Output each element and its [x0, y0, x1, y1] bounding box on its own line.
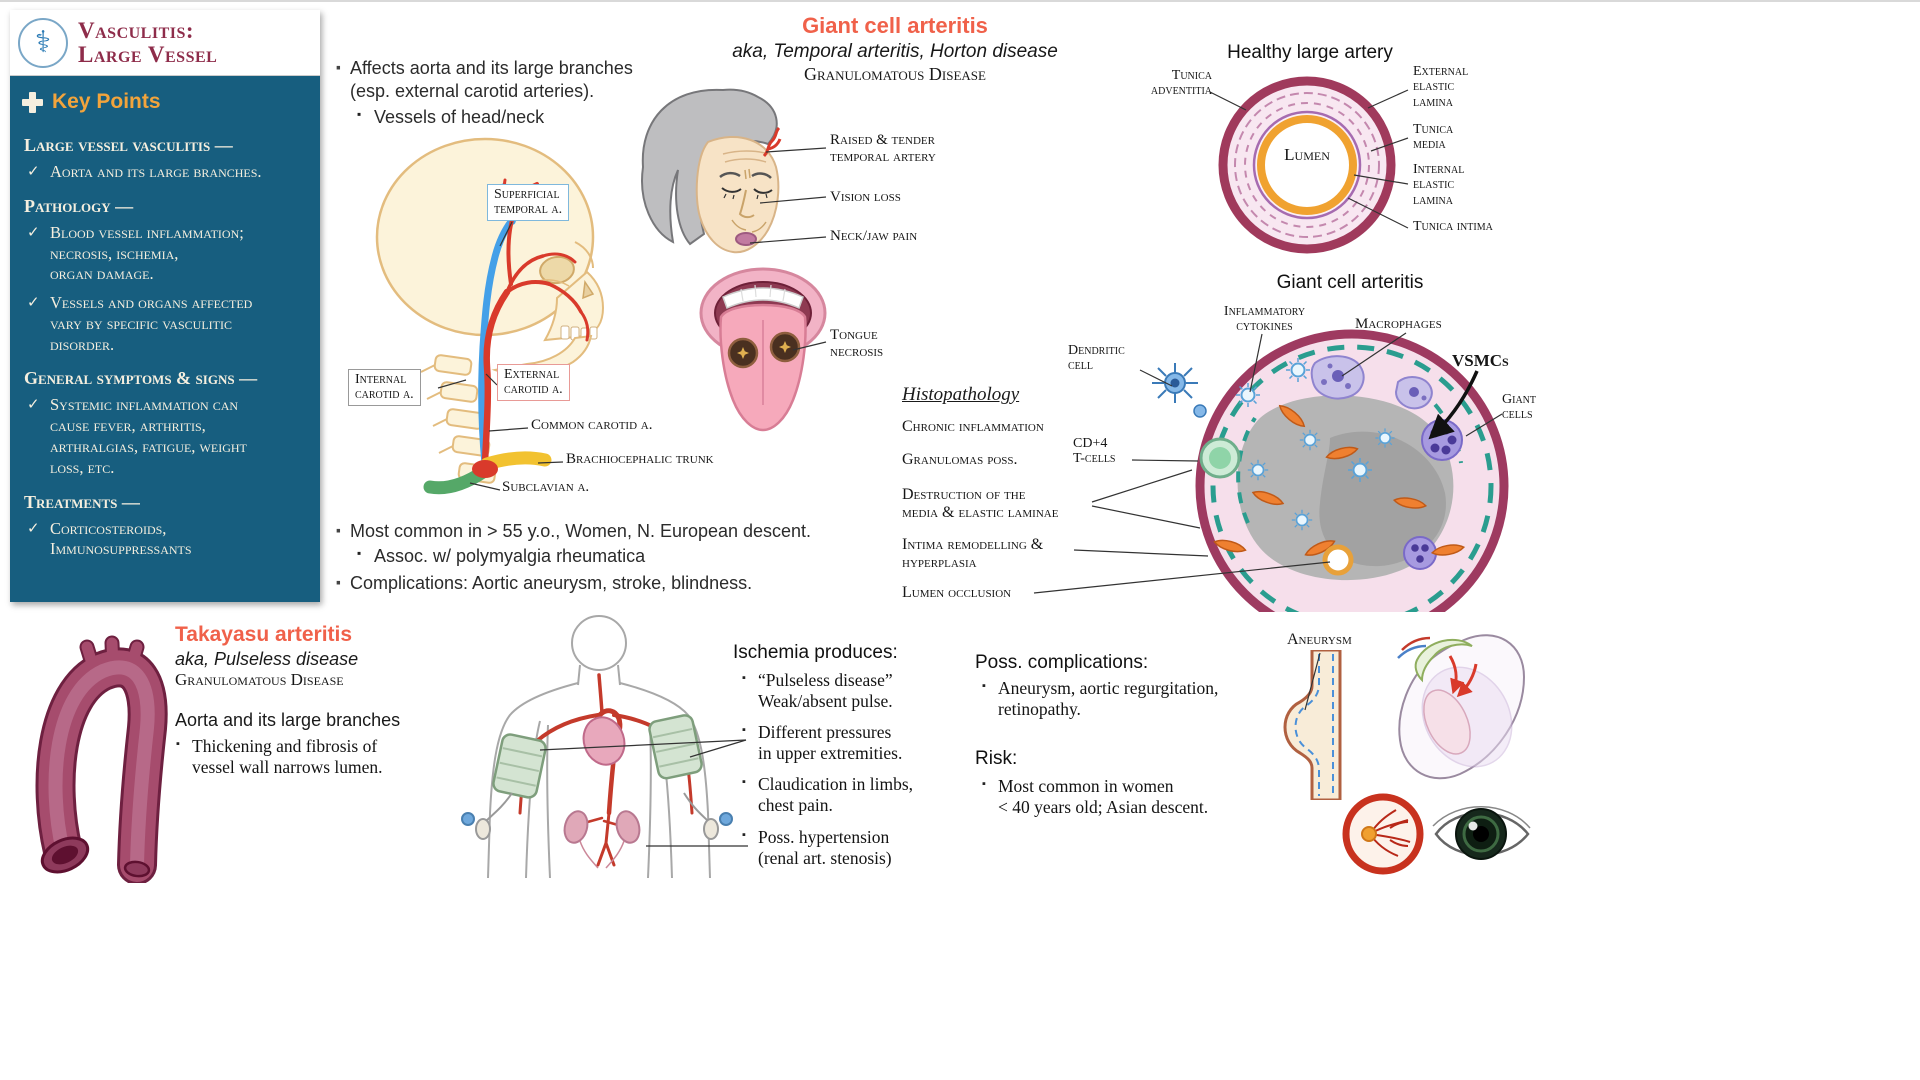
plus-icon: [22, 91, 43, 113]
label-subclavian-artery: Subclavian a.: [502, 479, 590, 495]
key-points-header: Key Points: [22, 90, 161, 114]
label-cd4-tcells: CD+4 T-cells: [1073, 436, 1116, 467]
mouth: [735, 232, 757, 246]
fundus: [1342, 793, 1424, 875]
section-heading: Large vessel vasculitis —: [24, 135, 233, 155]
aorta-illustration: [35, 635, 168, 883]
gca-disease-type: Granulomatous Disease: [804, 64, 986, 84]
necrotic-spots: [727, 331, 801, 369]
key-points-sidebar: ⚕ Vasculitis: Large Vessel Key Points La…: [10, 10, 320, 602]
takayasu-aka: aka, Pulseless disease: [175, 649, 359, 669]
finding-intima-remodelling: Intima remodelling & hyperplasia: [902, 536, 1044, 571]
gca-affects-sub: Vessels of head/neck: [357, 106, 544, 129]
label-external-elastic-lamina: External elastic lamina: [1413, 64, 1469, 110]
staff-of-aesculapius-glyph: ⚕: [34, 26, 52, 59]
label-tongue-necrosis: Tongue necrosis: [830, 327, 884, 360]
label-internal-carotid-artery: Internal carotid a.: [348, 369, 421, 406]
label-aneurysm: Aneurysm: [1287, 631, 1352, 648]
finding-destruction-media: Destruction of the media & elastic lamin…: [902, 486, 1059, 521]
gca-histology-illustration: [1152, 329, 1509, 612]
face: [695, 136, 780, 254]
healthy-artery-title: Healthy large artery: [1227, 42, 1393, 63]
dendritic-cell: [1152, 363, 1207, 418]
label-neck-jaw-pain: Neck/jaw pain: [830, 228, 918, 244]
complications-title: Poss. complications:: [975, 652, 1149, 673]
eye: [1432, 806, 1531, 860]
kidneys: [563, 810, 641, 869]
ischemia-item-pressures: Different pressures in upper extremities…: [742, 722, 902, 763]
label-internal-elastic-lamina: Internal elastic lamina: [1413, 162, 1465, 208]
label-external-carotid-artery: External carotid a.: [497, 364, 570, 401]
ischemia-title: Ischemia produces:: [733, 642, 898, 663]
key-point-item: Aorta and its large branches.: [24, 162, 308, 183]
label-inflammatory-cytokines: Inflammatory cytokines: [1223, 304, 1306, 335]
label-macrophages: Macrophages: [1355, 316, 1442, 332]
gca-epidemiology-sub: Assoc. w/ polymyalgia rheumatica: [357, 545, 645, 568]
hair: [641, 88, 778, 246]
gca-affects-bullet: Affects aorta and its large branches (es…: [335, 54, 685, 102]
occluded-lumen: [1322, 544, 1354, 576]
section-heading: Pathology —: [24, 195, 134, 216]
key-points-body: Large vessel vasculitis — Aorta and its …: [24, 122, 308, 568]
key-point-item: Vessels and organs affected vary by spec…: [24, 293, 308, 355]
body-bp-cuffs-illustration: [461, 615, 733, 878]
takayasu-disease-type: Granulomatous Disease: [175, 670, 344, 689]
key-point-item: Systemic inflammation can cause fever, a…: [24, 395, 308, 478]
page-title: Vasculitis: Large Vessel: [78, 17, 218, 67]
label-superficial-temporal-artery: Superficial temporal a.: [487, 184, 570, 221]
key-point-item: Corticosteroids, Immunosuppressants: [24, 519, 308, 561]
key-point-item: Blood vessel inflammation; necrosis, isc…: [24, 223, 308, 285]
retinopathy-eye-illustration: [1342, 793, 1531, 875]
label-vsmcs: VSMCs: [1452, 351, 1509, 370]
label-tunica-intima: Tunica intima: [1413, 219, 1493, 234]
heart: [582, 716, 626, 766]
gca-complications-bullet: Complications: Aortic aneurysm, stroke, …: [335, 569, 910, 598]
tongue-necrosis-illustration: [699, 267, 827, 432]
page-title-line2: Large Vessel: [78, 41, 218, 67]
gca-epidemiology-bullet: Most common in > 55 y.o., Women, N. Euro…: [335, 517, 910, 546]
section-heading: General symptoms & signs —: [24, 368, 258, 389]
section-heading: Treatments —: [24, 491, 140, 512]
finding-granulomas: Granulomas poss.: [902, 451, 1018, 468]
gca-aka: aka, Temporal arteritis, Horton disease: [732, 41, 1058, 62]
left-bp-cuff: [461, 733, 547, 840]
ischemia-item-pulseless: “Pulseless disease” Weak/absent pulse.: [742, 670, 893, 711]
elderly-face-illustration: [641, 88, 782, 254]
gca-histology-title: Giant cell arteritis: [1276, 272, 1424, 293]
label-temporal-artery-symptom: Raised & tender temporal artery: [830, 132, 936, 165]
gca-header: Giant cell arteritis aka, Temporal arter…: [690, 13, 1100, 85]
label-dendritic-cell: Dendritic cell: [1068, 343, 1125, 374]
label-lumen: Lumen: [1284, 145, 1330, 164]
heart-regurgitation-illustration: [1397, 634, 1526, 780]
medical-logo-icon: ⚕: [18, 17, 68, 68]
label-giant-cells: Giant cells: [1502, 392, 1536, 423]
takayasu-title: Takayasu arteritis: [175, 623, 353, 646]
histopathology-title: Histopathology: [902, 384, 1020, 405]
healthy-artery-cross-section: [1218, 76, 1396, 254]
risk-title: Risk:: [975, 748, 1018, 769]
cd4-t-cell: [1199, 437, 1241, 479]
gca-title: Giant cell arteritis: [802, 13, 988, 38]
risk-item: Most common in women < 40 years old; Asi…: [982, 776, 1208, 817]
takayasu-description-bullet: Thickening and fibrosis of vessel wall n…: [176, 736, 382, 777]
aneurysm-vessel-illustration: [1283, 650, 1342, 800]
label-tunica-media: Tunica media: [1413, 122, 1454, 153]
ischemia-item-hypertension: Poss. hypertension (renal art. stenosis): [742, 827, 892, 868]
page-title-line1: Vasculitis:: [78, 17, 195, 43]
finding-chronic-inflammation: Chronic inflammation: [902, 418, 1044, 435]
complications-item: Aneurysm, aortic regurgitation, retinopa…: [982, 678, 1218, 719]
label-vision-loss: Vision loss: [830, 189, 901, 205]
label-common-carotid-artery: Common carotid a.: [531, 417, 653, 433]
finding-lumen-occlusion: Lumen occlusion: [902, 584, 1012, 601]
label-brachiocephalic-trunk: Brachiocephalic trunk: [566, 451, 714, 467]
takayasu-description: Aorta and its large branches: [175, 710, 401, 730]
label-tunica-adventitia: Tunica adventitia: [1150, 68, 1212, 99]
section-divider: [0, 0, 1920, 2]
ischemia-item-claudication: Claudication in limbs, chest pain.: [742, 774, 913, 815]
title-box: ⚕ Vasculitis: Large Vessel: [10, 10, 320, 76]
key-points-title: Key Points: [52, 90, 161, 113]
